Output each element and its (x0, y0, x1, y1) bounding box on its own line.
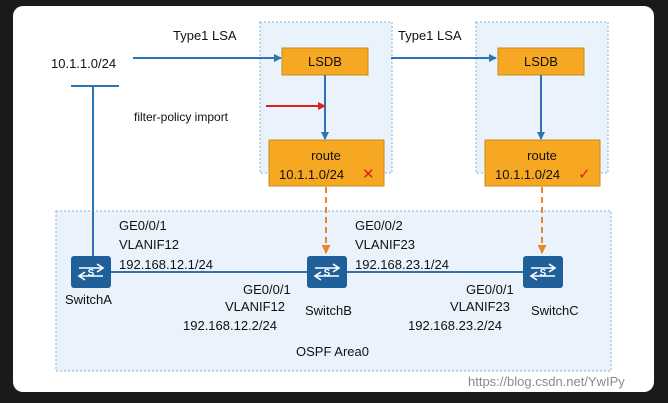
lsdb-box-switchc (497, 47, 585, 76)
ospf-area-label: OSPF Area0 (296, 344, 369, 359)
lsa-label-1: Type1 LSA (173, 28, 237, 43)
switch-a-label: SwitchA (65, 292, 112, 307)
watermark: https://blog.csdn.net/YwIPy (468, 374, 625, 389)
b-up-ip: 192.168.23.1/24 (355, 257, 449, 272)
lsa-label-2: Type1 LSA (398, 28, 462, 43)
a-up-port: GE0/0/1 (119, 218, 167, 233)
source-network-label: 10.1.1.0/24 (51, 56, 116, 71)
route-prefix-switchb: 10.1.1.0/24 (279, 167, 344, 182)
diagram-frame: 10.1.1.0/24 Type1 LSA Type1 LSA LSDB LSD… (13, 6, 654, 392)
switch-b-icon[interactable]: S (307, 256, 347, 288)
filter-policy-label: filter-policy import (134, 110, 229, 124)
lsdb-box-switchb (281, 47, 369, 76)
switch-a-icon[interactable]: S (71, 256, 111, 288)
route-accepted-mark: ✓ (578, 165, 591, 183)
switch-b-label: SwitchB (305, 303, 352, 318)
route-rejected-mark: ✕ (362, 165, 375, 183)
route-box-switchb (268, 139, 385, 187)
c-left-port: GE0/0/1 (466, 282, 514, 297)
route-prefix-switchc: 10.1.1.0/24 (495, 167, 560, 182)
b-up-vlan: VLANIF23 (355, 237, 415, 252)
ospf-area-box (55, 210, 612, 372)
lsdb-label-switchc: LSDB (524, 54, 558, 69)
svg-text:S: S (88, 268, 95, 279)
a-up-vlan: VLANIF12 (119, 237, 179, 252)
b-up-port: GE0/0/2 (355, 218, 403, 233)
ospf-diagram: 10.1.1.0/24 Type1 LSA Type1 LSA LSDB LSD… (51, 21, 625, 389)
b-left-port: GE0/0/1 (243, 282, 291, 297)
switch-c-icon[interactable]: S (523, 256, 563, 288)
b-left-ip: 192.168.12.2/24 (183, 318, 277, 333)
lsdb-label-switchb: LSDB (308, 54, 342, 69)
route-box-switchc (484, 139, 601, 187)
route-title-switchc: route (527, 148, 557, 163)
b-left-vlan: VLANIF12 (225, 299, 285, 314)
route-title-switchb: route (311, 148, 341, 163)
c-left-vlan: VLANIF23 (450, 299, 510, 314)
c-left-ip: 192.168.23.2/24 (408, 318, 502, 333)
svg-text:S: S (324, 268, 331, 279)
svg-text:S: S (540, 268, 547, 279)
a-up-ip: 192.168.12.1/24 (119, 257, 213, 272)
switch-c-label: SwitchC (531, 303, 579, 318)
